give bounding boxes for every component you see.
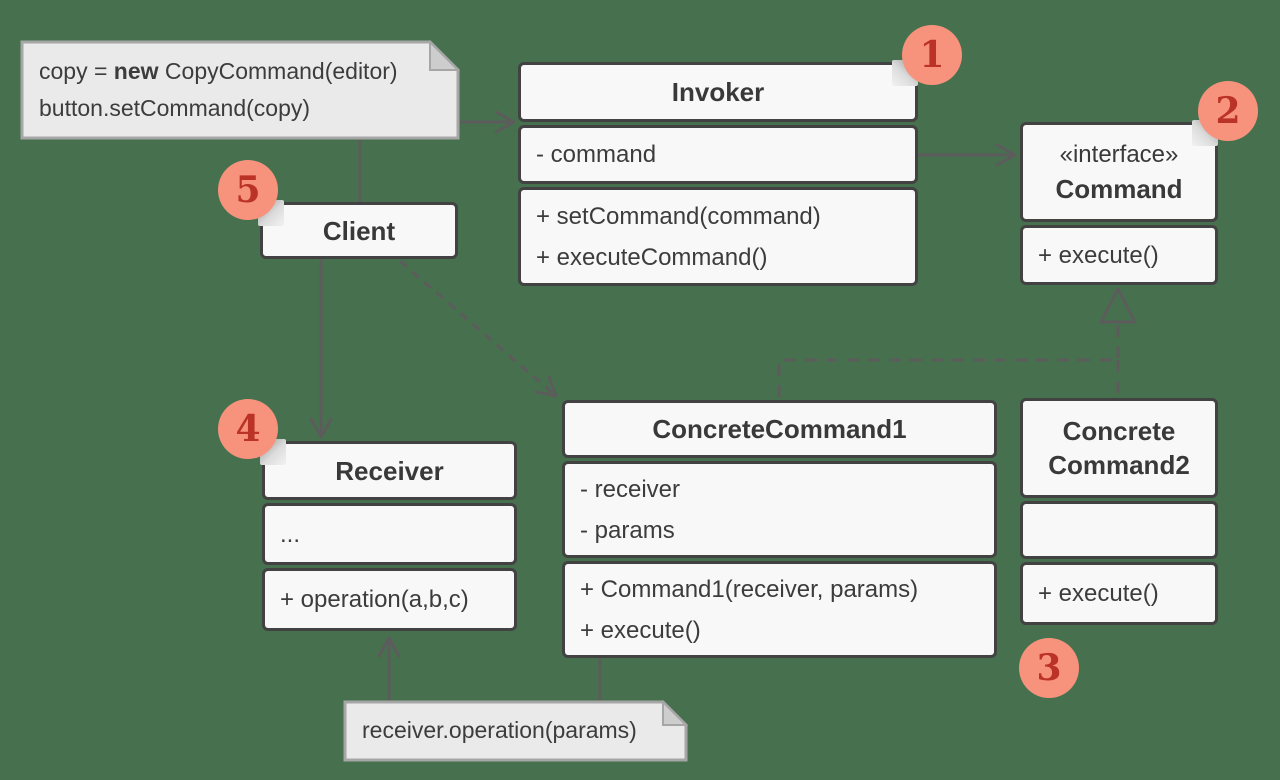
keyword-new: new [113, 58, 159, 84]
note-receiver-call: receiver.operation(params) [343, 700, 688, 762]
attribute: - command [536, 141, 657, 168]
class-receiver-methods: + operation(a,b,c) [262, 568, 517, 631]
class-concrete-command2-methods: + execute() [1020, 562, 1218, 625]
class-receiver: Receiver ... + operation(a,b,c) [262, 441, 517, 631]
class-concrete-command2: Concrete Command2 + execute() [1020, 398, 1218, 625]
class-concrete-command2-name: Concrete Command2 [1020, 398, 1218, 498]
class-name-line: Concrete [1062, 416, 1176, 446]
note-line-1: copy = new CopyCommand(editor) [39, 58, 398, 84]
note-paper-icon [343, 700, 688, 762]
class-concrete-command2-attributes-empty [1020, 501, 1218, 559]
class-command-methods: + execute() [1020, 225, 1218, 285]
class-concrete-command1-attributes: - receiver - params [562, 461, 997, 558]
class-name-line: Command2 [1048, 450, 1190, 480]
class-concrete-command1-name: ConcreteCommand1 [562, 400, 997, 458]
note-receiver-call-text: receiver.operation(params) [362, 717, 637, 743]
method: + execute() [1038, 241, 1159, 269]
inheritance-triangle-icon [1099, 287, 1137, 324]
badge-2: 2 [1198, 81, 1258, 141]
realization-concretecommand1-to-command [777, 325, 1120, 397]
attribute: - receiver [580, 475, 681, 503]
method: + execute() [580, 616, 701, 644]
badge-4: 4 [218, 399, 278, 459]
class-invoker-attributes: - command [518, 125, 918, 184]
method: + execute() [1038, 580, 1159, 607]
note-client-code: copy = new CopyCommand(editor) button.se… [20, 40, 460, 140]
class-receiver-attributes: ... [262, 503, 517, 565]
class-command-interface: «interface» Command + execute() [1020, 122, 1218, 285]
class-concrete-command1: ConcreteCommand1 - receiver - params + C… [562, 400, 997, 658]
badge-3: 3 [1019, 638, 1079, 698]
note-line-2: button.setCommand(copy) [39, 95, 311, 121]
badge-1: 1 [902, 25, 962, 85]
class-command-name: «interface» Command [1020, 122, 1218, 222]
class-invoker-methods: + setCommand(command) + executeCommand() [518, 187, 918, 286]
attribute: - params [580, 516, 675, 544]
class-client: Client [260, 202, 458, 259]
method: + Command1(receiver, params) [580, 575, 919, 603]
class-name-text: Command [1055, 174, 1183, 204]
method: + setCommand(command) [536, 202, 821, 230]
class-concrete-command1-methods: + Command1(receiver, params) + execute() [562, 561, 997, 658]
method: + executeCommand() [536, 243, 768, 271]
class-invoker-name: Invoker [518, 62, 918, 122]
stereotype-interface: «interface» [1059, 141, 1179, 168]
note-client-code-text: copy = new CopyCommand(editor) button.se… [20, 40, 460, 140]
badge-5: 5 [218, 160, 278, 220]
class-invoker: Invoker - command + setCommand(command) … [518, 62, 918, 286]
note-paper-icon [20, 40, 460, 140]
class-receiver-name: Receiver [262, 441, 517, 500]
class-client-name: Client [260, 202, 458, 259]
attribute: ... [280, 520, 301, 548]
method: + operation(a,b,c) [280, 586, 469, 613]
arrow-client-to-concretecommand1 [399, 259, 558, 398]
